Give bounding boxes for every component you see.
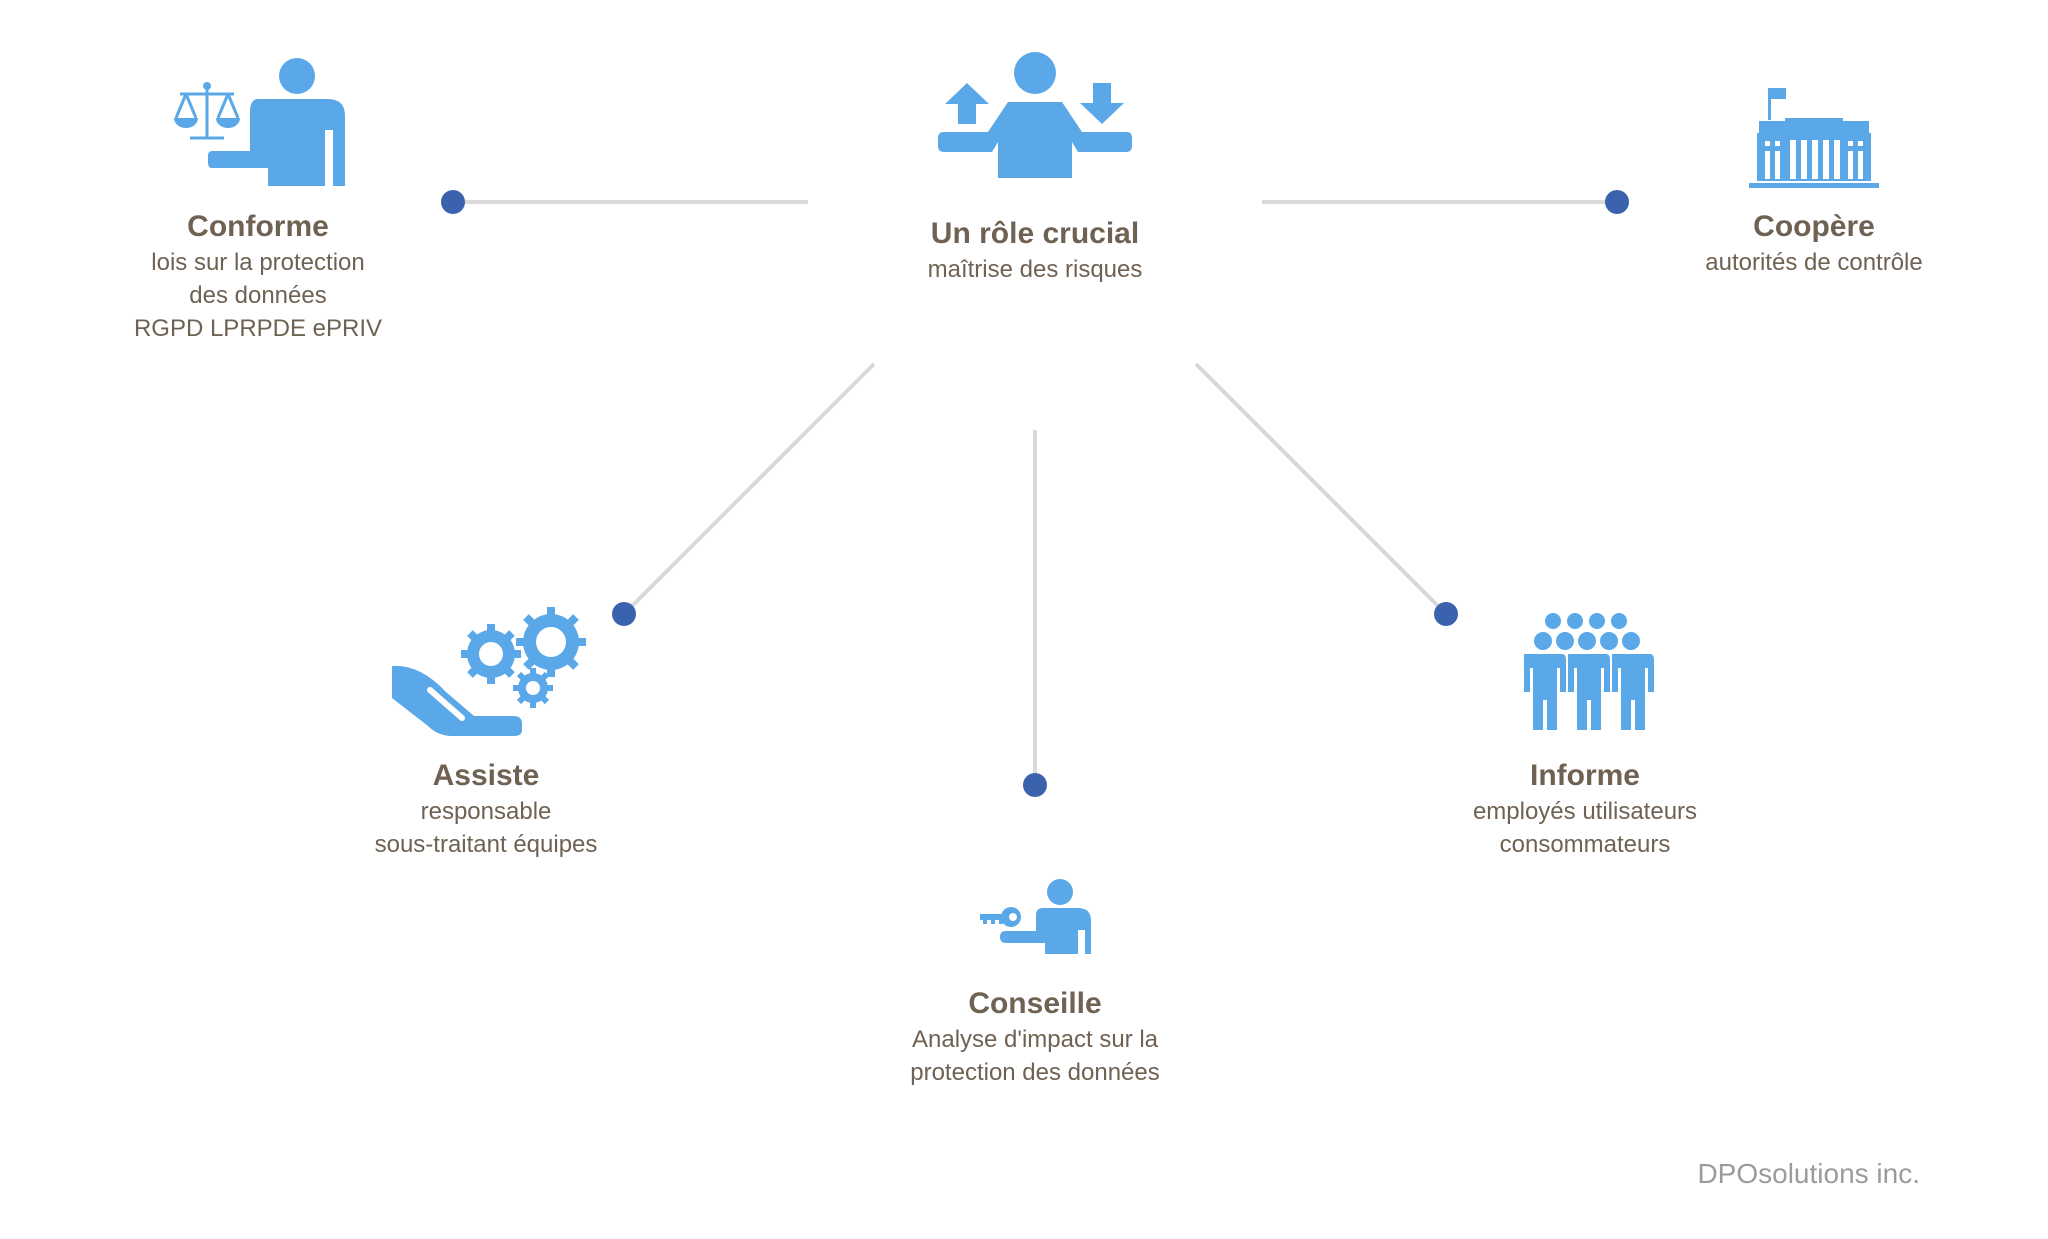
dot-assiste	[612, 602, 636, 626]
brand-label: DPOsolutions inc.	[1697, 1158, 1920, 1189]
scales-of-justice-person-icon	[174, 58, 345, 186]
node-coopere: Coopère autorités de contrôle	[1604, 208, 2024, 279]
conforme-line-2: des données	[189, 282, 327, 309]
hand-with-gears-icon	[392, 607, 586, 736]
conforme-line-1: lois sur la protection	[151, 249, 365, 276]
assiste-line-2: sous-traitant équipes	[374, 831, 598, 858]
node-center: Un rôle crucial maîtrise des risques	[825, 215, 1245, 286]
conseille-line-2: protection des données	[910, 1059, 1160, 1086]
assiste-title: Assiste	[432, 759, 540, 792]
node-assiste: Assiste responsable sous-traitant équipe…	[276, 757, 696, 861]
node-informe: Informe employés utilisateurs consommate…	[1375, 757, 1795, 861]
connector-informe	[1194, 362, 1448, 616]
center-title: Un rôle crucial	[930, 217, 1140, 250]
key-hole	[1009, 913, 1017, 921]
balancing-person-icon	[938, 52, 1132, 178]
node-conseille: Conseille Analyse d'impact sur la protec…	[825, 985, 1245, 1089]
dot-conseille	[1023, 773, 1047, 797]
coopere-title: Coopère	[1753, 210, 1875, 243]
center-subtitle: maîtrise des risques	[927, 256, 1143, 283]
informe-line-2: consommateurs	[1499, 831, 1671, 858]
conforme-title: Conforme	[187, 210, 329, 243]
building-columns	[1765, 140, 1863, 179]
conseille-line-1: Analyse d'impact sur la	[911, 1026, 1159, 1053]
node-conforme: Conforme lois sur la protection des donn…	[48, 208, 468, 345]
informe-title: Informe	[1529, 759, 1640, 792]
dot-informe	[1434, 602, 1458, 626]
connector-assiste	[622, 362, 876, 616]
dot-coopere	[1605, 190, 1629, 214]
assiste-line-1: responsable	[420, 798, 552, 825]
conforme-line-3: RGPD LPRPDE ePRIV	[133, 315, 383, 342]
person-with-key-icon	[980, 879, 1091, 954]
dot-conforme	[441, 190, 465, 214]
conseille-title: Conseille	[968, 987, 1102, 1020]
group-of-people-icon	[1524, 613, 1654, 730]
informe-line-1: employés utilisateurs	[1472, 798, 1698, 825]
coopere-line-1: autorités de contrôle	[1705, 249, 1923, 276]
